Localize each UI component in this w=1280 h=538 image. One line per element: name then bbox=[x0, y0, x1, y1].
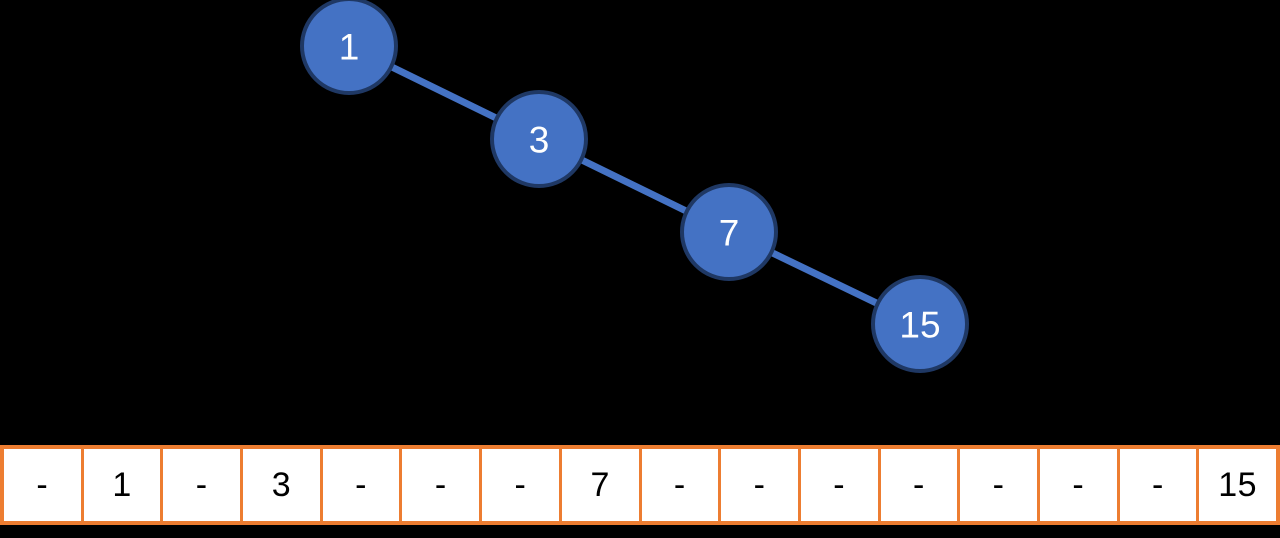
array-cell-1[interactable]: 1 bbox=[83, 445, 164, 525]
node-layer: 1 3 7 15 bbox=[300, 0, 969, 373]
array-cell-value: - bbox=[833, 466, 846, 504]
tree-node-1[interactable]: 1 bbox=[300, 0, 398, 95]
array-cell-11[interactable]: - bbox=[880, 445, 961, 525]
array-cell-value: - bbox=[434, 466, 447, 504]
tree-graph: 1 3 7 15 bbox=[300, 0, 969, 373]
array-cell-2[interactable]: - bbox=[163, 445, 244, 525]
array-cell-15[interactable]: 15 bbox=[1199, 445, 1280, 525]
array-cell-value: - bbox=[355, 466, 367, 504]
array-cell-7[interactable]: 7 bbox=[561, 445, 642, 525]
tree-node-7[interactable]: 7 bbox=[680, 183, 778, 281]
array-cell-10[interactable]: - bbox=[800, 445, 881, 525]
array-representation: - 1 - 3 - - - 7 - - - - - - - 15 bbox=[0, 445, 1280, 525]
tree-node-3[interactable]: 3 bbox=[490, 90, 588, 188]
array-cell-value: - bbox=[912, 466, 925, 504]
array-cell-6[interactable]: - bbox=[482, 445, 562, 525]
array-cell-14[interactable]: - bbox=[1119, 445, 1200, 525]
array-cell-value: - bbox=[1072, 466, 1085, 504]
node-label-3: 3 bbox=[529, 120, 550, 161]
array-cell-12[interactable]: - bbox=[960, 445, 1040, 525]
tree-node-15[interactable]: 15 bbox=[871, 275, 969, 373]
tree-edge-7-15 bbox=[770, 249, 879, 307]
array-cell-13[interactable]: - bbox=[1039, 445, 1120, 525]
node-label-15: 15 bbox=[899, 305, 940, 346]
node-circle-15 bbox=[871, 275, 969, 373]
array-cell-value: - bbox=[673, 466, 686, 504]
array-cell-8[interactable]: - bbox=[641, 445, 722, 525]
array-cell-4[interactable]: - bbox=[322, 445, 403, 525]
tree-edge-1-3 bbox=[390, 63, 498, 122]
array-cell-value: 15 bbox=[1218, 466, 1258, 504]
array-cell-5[interactable]: - bbox=[402, 445, 483, 525]
node-circle-1 bbox=[300, 0, 398, 95]
node-label-1: 1 bbox=[339, 27, 360, 68]
array-cell-value: - bbox=[195, 466, 208, 504]
node-circle-7 bbox=[680, 183, 778, 281]
array-cell-3[interactable]: 3 bbox=[243, 445, 323, 525]
edge-layer bbox=[390, 63, 879, 307]
array-cell-value: - bbox=[992, 466, 1005, 504]
node-label-7: 7 bbox=[719, 213, 740, 254]
array-cell-value: 3 bbox=[271, 466, 292, 504]
array-cell-value: 7 bbox=[590, 466, 610, 504]
array-cell-0[interactable]: - bbox=[0, 445, 84, 525]
array-cell-value: - bbox=[514, 466, 527, 504]
node-circle-3 bbox=[490, 90, 588, 188]
array-cell-value: - bbox=[1152, 466, 1164, 504]
tree-edge-3-7 bbox=[580, 156, 688, 215]
array-cell-9[interactable]: - bbox=[721, 445, 801, 525]
array-cell-value: 1 bbox=[112, 466, 132, 504]
array-cell-value: - bbox=[753, 466, 766, 504]
array-cell-value: - bbox=[36, 466, 49, 504]
